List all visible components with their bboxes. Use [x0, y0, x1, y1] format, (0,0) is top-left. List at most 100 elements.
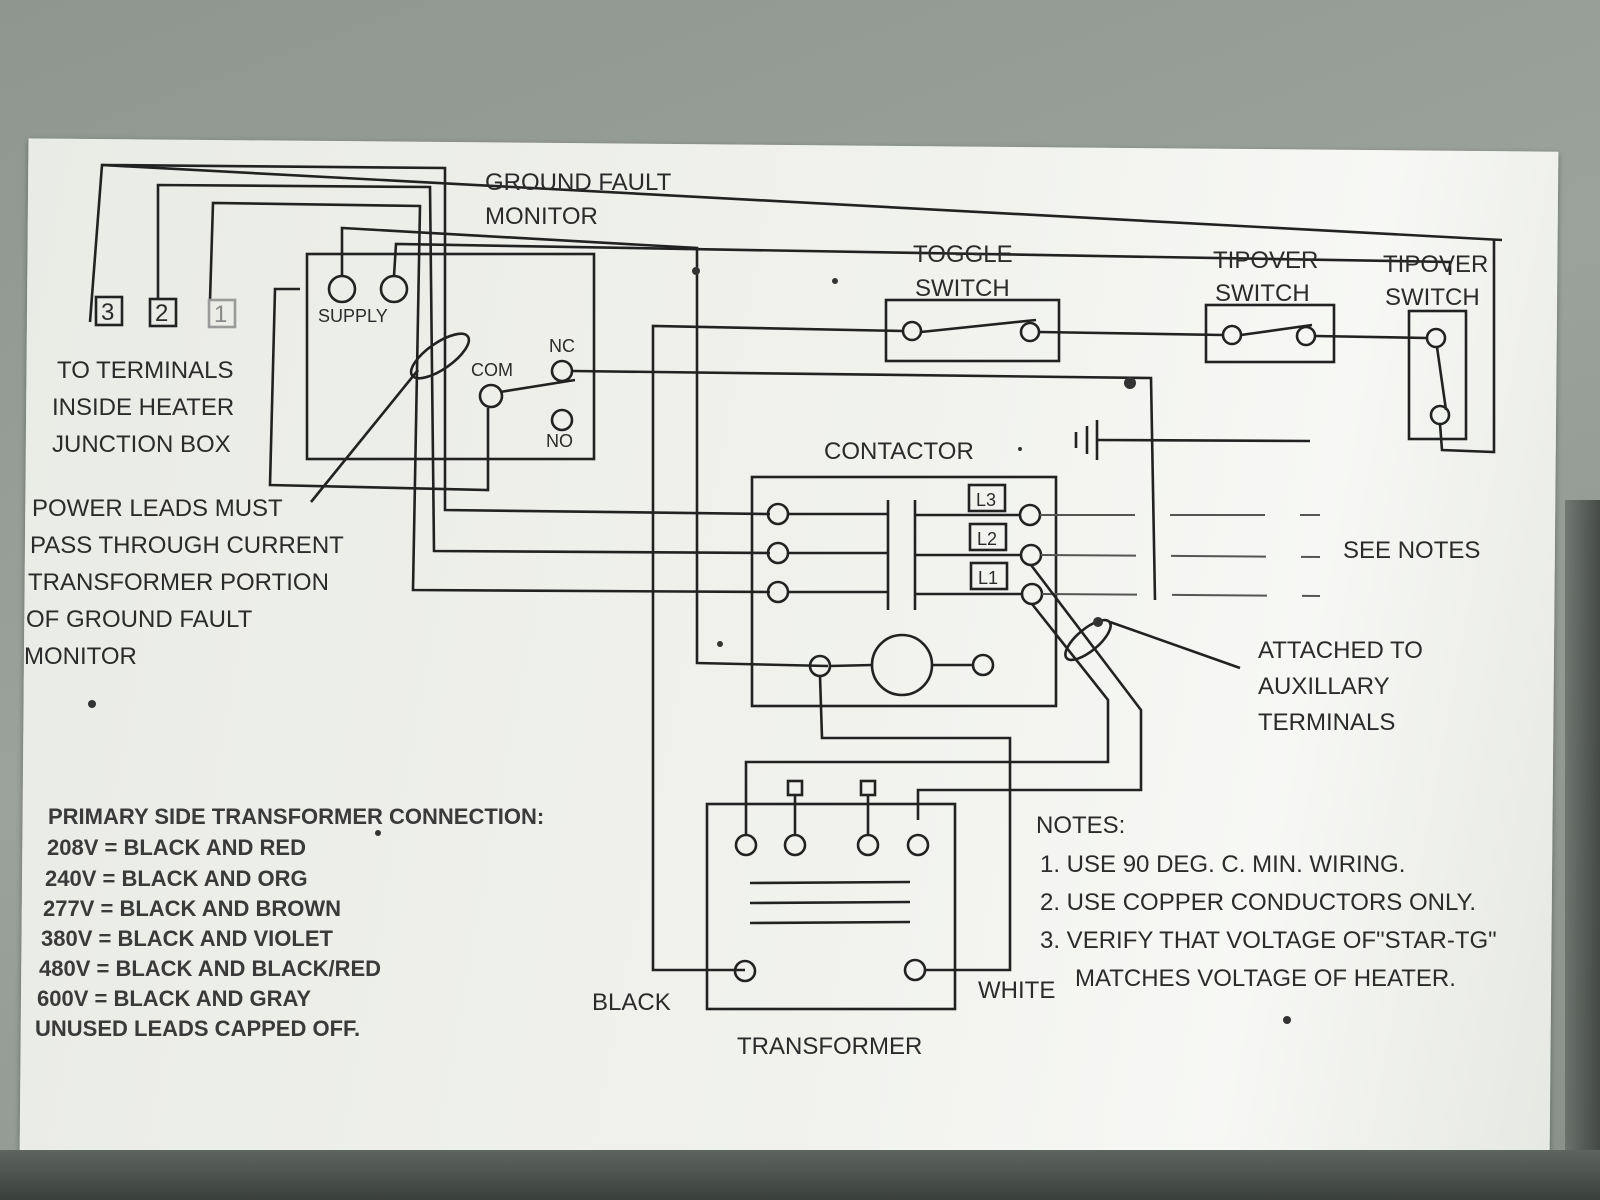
notes-line: 2. USE COPPER CONDUCTORS ONLY. [1040, 889, 1476, 916]
toggle-switch [884, 298, 1061, 363]
terminals-text-3: JUNCTION BOX [52, 431, 231, 458]
gfm-title-2: MONITOR [485, 203, 598, 230]
contactor-left-terminal [766, 541, 790, 565]
power-leads-line: TRANSFORMER PORTION [28, 569, 329, 596]
aux-label-1: ATTACHED TO [1258, 637, 1423, 664]
notes-line: 1. USE 90 DEG. C. MIN. WIRING. [1040, 851, 1405, 878]
notes-block: NOTES: 1. USE 90 DEG. C. MIN. WIRING. 2.… [1036, 812, 1497, 992]
transformer-secondary-terminal [903, 958, 927, 982]
l3-label: L3 [976, 490, 996, 510]
tipover-a-title-1: TIPOVER [1213, 247, 1318, 274]
power-leads-line: OF GROUND FAULT [26, 606, 253, 633]
notes-line: 3. VERIFY THAT VOLTAGE OF"STAR-TG" [1040, 927, 1497, 954]
transformer-title: TRANSFORMER [737, 1033, 922, 1060]
l1-box [969, 561, 1009, 591]
l2-label: L2 [977, 529, 997, 549]
contactor-right-terminal [1020, 582, 1044, 606]
gfm-supply-terminal-1 [327, 274, 357, 304]
ct-leader-line [309, 369, 420, 503]
transformer-primary-terminal [856, 833, 880, 857]
tipover-b-terminal [1425, 327, 1447, 349]
toggle-terminal [1019, 321, 1041, 343]
tipover-b-title-1: TIPOVER [1383, 251, 1488, 278]
switch-chain-wires [651, 240, 1496, 972]
contactor-right-terminal [1019, 543, 1043, 567]
primary-side-title: PRIMARY SIDE TRANSFORMER CONNECTION: [48, 804, 544, 829]
com-wire [268, 287, 490, 492]
toggle-title-1: TOGGLE [913, 241, 1013, 268]
primary-side-line: 277V = BLACK AND BROWN [43, 896, 341, 921]
supply-wire-2 [392, 242, 1452, 277]
notes-line: MATCHES VOLTAGE OF HEATER. [1075, 965, 1456, 992]
capped-lead [859, 779, 877, 797]
black-lead-label: BLACK [592, 989, 671, 1016]
toggle-terminal [901, 320, 923, 342]
power-leads-line: PASS THROUGH CURRENT [30, 532, 344, 559]
primary-side-line: 480V = BLACK AND BLACK/RED [39, 956, 381, 981]
contactor-left-terminal [766, 502, 790, 526]
primary-side-table: PRIMARY SIDE TRANSFORMER CONNECTION: 208… [35, 804, 544, 1041]
transformer-primary-terminal [783, 833, 807, 857]
transformer-box [705, 802, 957, 1011]
current-transformer [409, 332, 471, 380]
contactor [750, 475, 1058, 708]
junction-terminals: 3 2 1 [94, 295, 237, 329]
gfm-no-terminal [550, 408, 574, 432]
terminals-text-1: TO TERMINALS [57, 357, 233, 384]
primary-side-line: UNUSED LEADS CAPPED OFF. [35, 1016, 360, 1041]
gfm-title-1: GROUND FAULT [485, 169, 672, 196]
shadow [1565, 500, 1600, 1160]
contactor-title: CONTACTOR [824, 438, 974, 465]
gfm-com-terminal [478, 383, 504, 409]
toggle-title-2: SWITCH [915, 275, 1010, 302]
tipover-a-blade [1240, 323, 1313, 337]
primary-side-line: 380V = BLACK AND VIOLET [41, 926, 334, 951]
l2-box [968, 522, 1008, 552]
load-dashed-lines [1040, 514, 1321, 597]
tipover-switch-a [1204, 303, 1336, 364]
primary-side-line: 600V = BLACK AND GRAY [37, 986, 311, 1011]
transformer-secondary-terminal [733, 959, 757, 983]
transformer [705, 779, 957, 1011]
l1-label: L1 [978, 568, 998, 588]
nc-wire [572, 369, 1157, 601]
terminal-1-label: 1 [214, 301, 227, 328]
power-leads-note: POWER LEADS MUST PASS THROUGH CURRENT TR… [24, 495, 344, 670]
aux-to-transformer-wires [744, 564, 1143, 972]
see-notes-label: SEE NOTES [1343, 537, 1480, 564]
notes-title: NOTES: [1036, 812, 1125, 839]
ground-symbol [1074, 420, 1311, 460]
tipover-a-terminal [1295, 325, 1317, 347]
power-leads-line: MONITOR [24, 643, 137, 670]
transformer-primary-terminal [734, 833, 758, 857]
aux-label-2: AUXILLARY [1258, 673, 1390, 700]
primary-side-line: 240V = BLACK AND ORG [45, 866, 308, 891]
junction-wires [88, 163, 1503, 594]
transformer-primary-terminal [906, 833, 930, 857]
white-lead-label: WHITE [978, 977, 1055, 1004]
tipover-b-box [1407, 309, 1468, 441]
capped-lead [786, 779, 804, 797]
tipover-b-title-2: SWITCH [1385, 284, 1480, 311]
contactor-box [750, 475, 1058, 708]
auxiliary-leader-line [1109, 620, 1241, 670]
contactor-right-terminal [1018, 503, 1042, 527]
supply-label: SUPPLY [318, 306, 388, 326]
coil [870, 633, 934, 697]
contactor-left-terminal [766, 580, 790, 604]
no-label: NO [546, 431, 573, 451]
terminal-2-label: 2 [155, 300, 168, 327]
l3-box [967, 483, 1007, 513]
tipover-a-terminal [1221, 324, 1243, 346]
toggle-return-wire [651, 324, 904, 972]
terminals-text-2: INSIDE HEATER [52, 394, 234, 421]
coil-terminal [971, 653, 995, 677]
terminal-3-label: 3 [101, 299, 114, 326]
tipover-switch-b [1407, 309, 1468, 441]
ground-fault-monitor [268, 226, 1452, 668]
terminal-3-box [94, 295, 124, 327]
gfm-supply-terminal-2 [379, 274, 409, 304]
com-label: COM [471, 360, 513, 380]
tipover-a-title-2: SWITCH [1215, 280, 1310, 307]
